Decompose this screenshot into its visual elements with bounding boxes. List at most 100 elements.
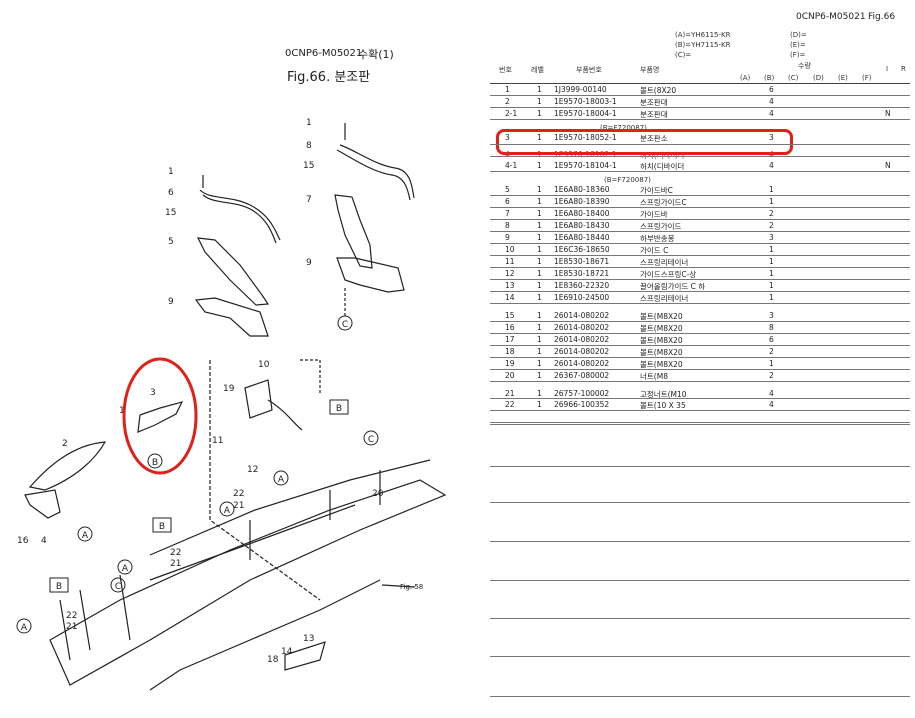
cell-no: 7 [505, 209, 510, 218]
row-rule [490, 156, 910, 157]
cell-b: 3 [769, 233, 774, 242]
cell-b: 1 [769, 245, 774, 254]
callout-14: 14 [281, 647, 293, 657]
cell-b: 6 [769, 85, 774, 94]
cell-name: 스프링가이드C [640, 198, 687, 207]
row-rule [490, 171, 910, 172]
callout-1b: 1 [306, 118, 312, 128]
letter-a-5: A [21, 623, 28, 633]
row-rule [490, 357, 910, 358]
cell-no: 22 [505, 400, 515, 409]
cell-b: 3 [769, 311, 774, 320]
fig-subtitle: 수확(1) [358, 48, 394, 61]
callout-22a: 22 [233, 489, 244, 499]
cell-b: 4 [769, 389, 774, 398]
callout-21c: 21 [66, 622, 77, 632]
row-rule [490, 291, 910, 292]
cell-lv: 1 [537, 109, 542, 118]
cell-lv: 1 [537, 293, 542, 302]
col-level: 레벨 [531, 66, 544, 74]
cell-name: 분조판대 [640, 110, 668, 119]
callout-18: 18 [267, 655, 279, 665]
col-r: R [901, 65, 906, 73]
part-10-shape [244, 379, 273, 419]
cell-name: 스프링가이드 [640, 222, 682, 231]
cell-part: 26014-080202 [554, 335, 610, 344]
row-rule [490, 243, 910, 244]
row-rule [490, 219, 910, 220]
part-8-shape [339, 144, 415, 199]
cell-part: 1J3999-00140 [554, 85, 607, 94]
cell-name: 가이드 C [640, 246, 669, 255]
col-qty-f: (F) [862, 74, 872, 82]
cell-name: 볼트(M8X20 [640, 324, 683, 333]
col-qty-b: (B) [764, 74, 775, 82]
part-4-shape [24, 489, 61, 519]
cell-name: 고정너트(M10 [640, 390, 687, 399]
cell-no: 18 [505, 347, 515, 356]
cell-lv: 1 [537, 269, 542, 278]
cell-no: 10 [505, 245, 515, 254]
letter-a-1: A [82, 531, 89, 541]
cell-part: 1E8530-18671 [554, 257, 610, 266]
cell-b: 4 [769, 161, 774, 170]
cell-lv: 1 [537, 389, 542, 398]
cell-part: 1E6A80-18390 [554, 197, 610, 206]
fig-title: Fig.66. 분조판 [287, 70, 371, 85]
callout-16: 16 [17, 536, 29, 546]
empty-rule [490, 618, 910, 619]
col-part-no: 부품번호 [576, 66, 602, 74]
cell-part: 1E6C36-18650 [554, 245, 610, 254]
cell-no: 2-1 [505, 109, 518, 118]
cell-lv: 1 [537, 209, 542, 218]
callout-1c: 1 [119, 406, 125, 416]
header-rule [490, 83, 910, 84]
letter-a-3: A [278, 475, 285, 485]
cell-b: 1 [769, 257, 774, 266]
cell-no: 17 [505, 335, 515, 344]
model-a: (A)=YH6115-KR [675, 31, 731, 39]
note-b-2: (B=F720087) [604, 176, 651, 184]
cell-name: 가이드바C [640, 186, 673, 195]
callout-22c: 22 [66, 611, 77, 621]
cell-lv: 1 [537, 245, 542, 254]
row-rule [490, 345, 910, 346]
callout-21a: 21 [233, 501, 244, 511]
cell-b: 2 [769, 221, 774, 230]
row-rule [490, 398, 910, 399]
cell-lv: 1 [537, 185, 542, 194]
empty-rule [490, 502, 910, 503]
cell-part: 26757-100002 [554, 389, 610, 398]
row-rule [490, 279, 910, 280]
cell-no: 3 [505, 133, 510, 142]
cell-b: 1 [769, 359, 774, 368]
cell-no: 8 [505, 221, 510, 230]
cell-b: 1 [769, 281, 774, 290]
cell-lv: 1 [537, 257, 542, 266]
cell-lv: 1 [537, 197, 542, 206]
cell-part: 1E9570-18104-1 [554, 161, 617, 170]
table-row: 10 1 1E6C36-18650 가이드 C 1 [490, 244, 910, 256]
cell-name: 스프링리테이너 [640, 258, 689, 267]
highlight-part-3 [122, 357, 198, 475]
cell-no: 15 [505, 311, 515, 320]
callout-10: 10 [258, 360, 270, 370]
col-i: I [886, 65, 889, 73]
callout-9b: 9 [306, 258, 312, 268]
col-qty: 수량 [798, 62, 811, 70]
cell-name: 볼트(10 X 35 [640, 401, 686, 410]
cell-b: 2 [769, 209, 774, 218]
doc-code: 0CNP6-M05021 [796, 12, 866, 22]
row-rule [490, 195, 910, 196]
